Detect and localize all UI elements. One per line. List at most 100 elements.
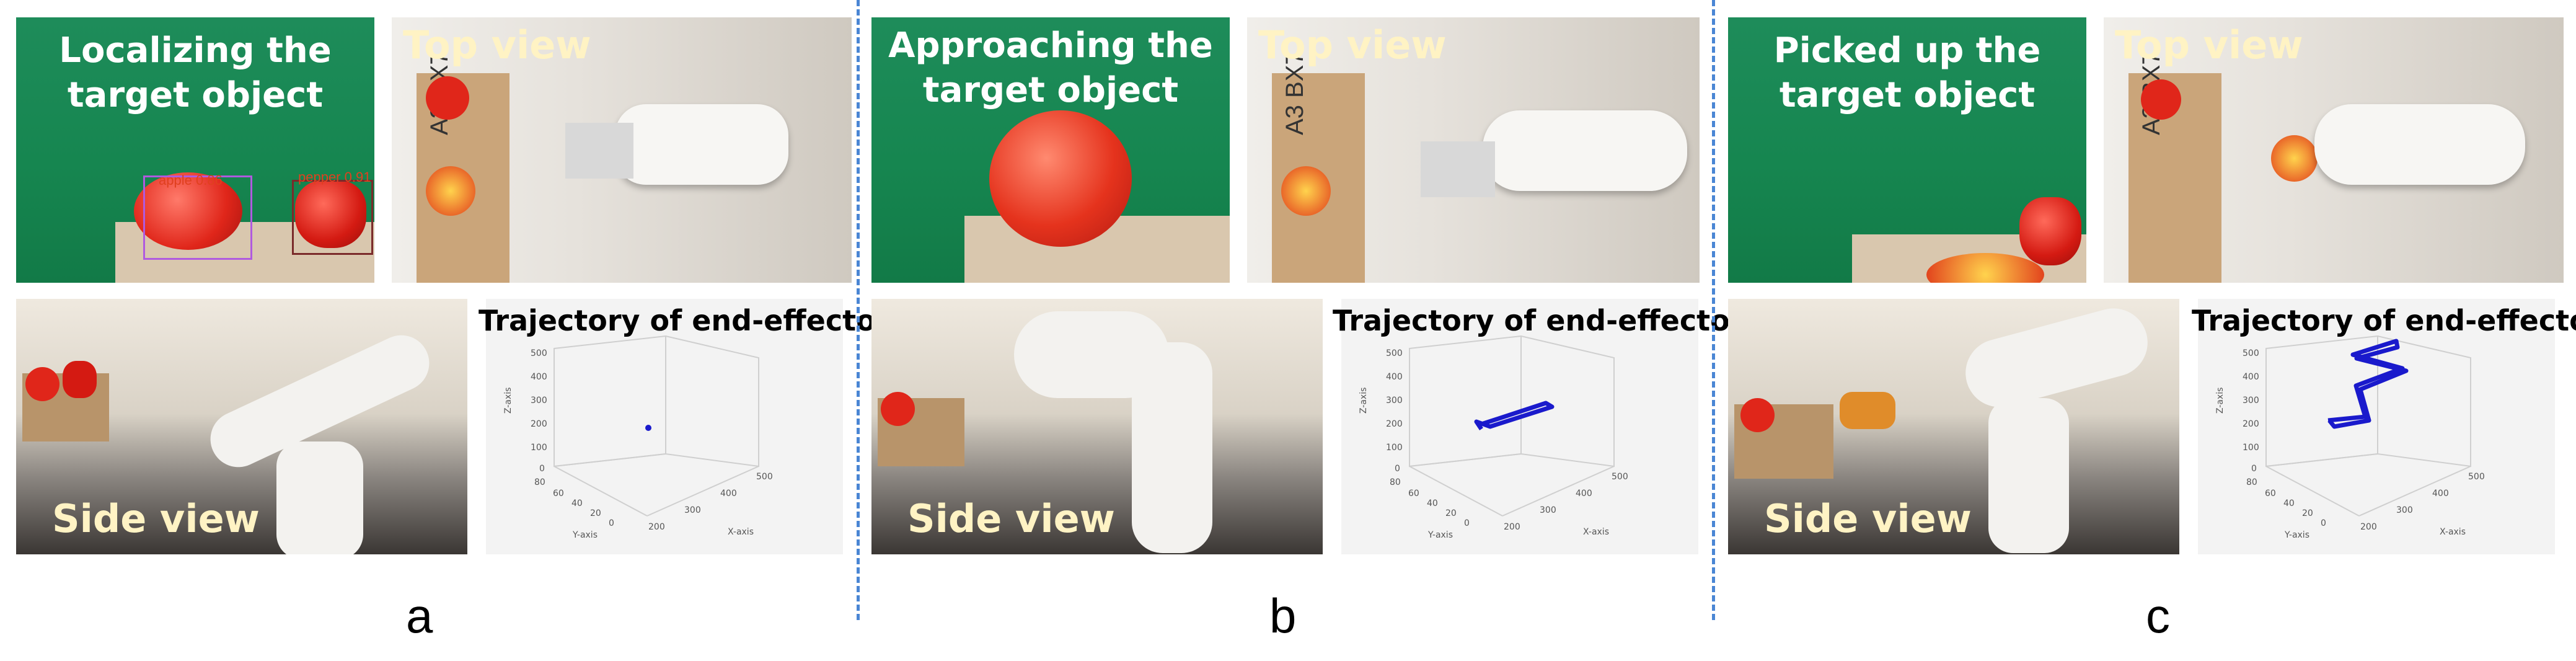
svg-text:80: 80 <box>2246 477 2257 487</box>
svg-text:20: 20 <box>1445 508 1457 518</box>
svg-text:200: 200 <box>2360 522 2377 532</box>
svg-text:60: 60 <box>1408 489 1419 499</box>
y-ticks-b: 80 60 40 20 0 <box>1390 477 1470 528</box>
svg-text:400: 400 <box>720 489 737 499</box>
svg-text:60: 60 <box>553 489 564 499</box>
svg-text:500: 500 <box>1612 472 1628 482</box>
trajectory-title-a: Trajectory of end-effector <box>479 304 890 337</box>
y-axis-label-a: Y-axis <box>572 530 598 540</box>
svg-text:0: 0 <box>1464 518 1470 528</box>
detection-label-apple: apple 0.86 <box>159 172 223 188</box>
trajectory-title-c: Trajectory of end-effector <box>2192 304 2576 337</box>
side-view-photo-c: Side view <box>1728 299 2179 554</box>
z-axis-label-a: Z-axis <box>503 388 513 414</box>
svg-text:400: 400 <box>2243 372 2259 382</box>
svg-text:200: 200 <box>648 522 665 532</box>
svg-text:300: 300 <box>2396 505 2413 515</box>
svg-text:300: 300 <box>531 396 547 406</box>
status-photo-c: Picked up the target object <box>1728 17 2086 283</box>
status-caption-a: Localizing the target object <box>59 30 332 115</box>
svg-text:400: 400 <box>2432 489 2449 499</box>
svg-text:200: 200 <box>2243 419 2259 429</box>
svg-text:200: 200 <box>531 419 547 429</box>
svg-text:300: 300 <box>1540 505 1556 515</box>
status-caption-c: Picked up the target object <box>1773 30 2041 115</box>
y-ticks-a: 80 60 40 20 0 <box>534 477 614 528</box>
trajectory-axes-c: 500 400 300 200 100 0 Z-axis 80 60 40 20… <box>2215 335 2485 540</box>
panel-letter-a: a <box>406 588 433 643</box>
status-photo-b: Approaching the target object <box>871 17 1230 283</box>
top-view-photo-c: A3 BX7 Top view <box>2104 17 2564 283</box>
panel-letter-b: b <box>1269 588 1297 643</box>
side-view-photo-a: Side view <box>16 299 467 554</box>
svg-text:500: 500 <box>2468 472 2485 482</box>
z-ticks-b: 500 400 300 200 100 0 <box>1386 348 1403 474</box>
trajectory-path-c <box>2327 339 2409 429</box>
trajectory-plot-b: Trajectory of end-effector 500 400 300 2… <box>1333 299 1744 554</box>
trajectory-title-b: Trajectory of end-effector <box>1333 304 1744 337</box>
svg-text:80: 80 <box>534 477 545 487</box>
x-axis-label-c: X-axis <box>2440 527 2466 537</box>
y-axis-label-c: Y-axis <box>2284 530 2309 540</box>
svg-text:500: 500 <box>1386 348 1403 358</box>
svg-text:200: 200 <box>1386 419 1403 429</box>
svg-text:500: 500 <box>531 348 547 358</box>
x-ticks-b: 200 300 400 500 <box>1504 472 1628 532</box>
svg-text:300: 300 <box>2243 396 2259 406</box>
top-view-label-c: Top view <box>2115 22 2303 68</box>
status-photo-a: Localizing the target object apple 0.86 … <box>16 17 374 283</box>
svg-text:0: 0 <box>609 518 614 528</box>
x-axis-label-b: X-axis <box>1583 527 1609 537</box>
svg-text:0: 0 <box>2321 518 2326 528</box>
trajectory-axes-b: 500 400 300 200 100 0 Z-axis 80 60 40 20… <box>1359 335 1628 540</box>
svg-text:500: 500 <box>2243 348 2259 358</box>
side-view-label-c: Side view <box>1764 496 1972 541</box>
svg-text:400: 400 <box>1576 489 1592 499</box>
svg-text:80: 80 <box>1390 477 1401 487</box>
x-ticks-a: 200 300 400 500 <box>648 472 773 532</box>
y-axis-label-b: Y-axis <box>1427 530 1453 540</box>
z-ticks-a: 500 400 300 200 100 0 <box>531 348 547 474</box>
svg-text:400: 400 <box>1386 372 1403 382</box>
trajectory-plot-c: Trajectory of end-effector 500 400 300 2… <box>2192 299 2576 554</box>
svg-text:200: 200 <box>1504 522 1520 532</box>
svg-text:100: 100 <box>2243 443 2259 453</box>
trajectory-path-b <box>1474 401 1555 430</box>
svg-text:500: 500 <box>756 472 773 482</box>
svg-text:40: 40 <box>571 499 583 508</box>
panel-letter-c: c <box>2146 588 2170 643</box>
svg-text:20: 20 <box>2302 508 2313 518</box>
status-caption-b: Approaching the target object <box>888 25 1213 110</box>
svg-text:60: 60 <box>2265 489 2276 499</box>
x-axis-label-a: X-axis <box>728 527 754 537</box>
svg-text:0: 0 <box>2251 464 2257 474</box>
svg-text:100: 100 <box>1386 443 1403 453</box>
x-ticks-c: 200 300 400 500 <box>2360 472 2485 532</box>
svg-text:400: 400 <box>531 372 547 382</box>
side-view-label-b: Side view <box>907 496 1115 541</box>
svg-text:40: 40 <box>1427 499 1438 508</box>
trajectory-axes-a: 500 400 300 200 100 0 Z-axis 80 60 40 20… <box>503 335 773 540</box>
top-view-label-b: Top view <box>1258 22 1447 68</box>
trajectory-point-a <box>645 425 651 431</box>
trajectory-plot-a: Trajectory of end-effector 500 400 300 2… <box>479 299 889 554</box>
z-ticks-c: 500 400 300 200 100 0 <box>2243 348 2259 474</box>
svg-text:20: 20 <box>590 508 601 518</box>
y-ticks-c: 80 60 40 20 0 <box>2246 477 2326 528</box>
side-view-photo-b: Side view <box>871 299 1323 554</box>
svg-text:40: 40 <box>2283 499 2295 508</box>
side-view-label-a: Side view <box>52 496 260 541</box>
svg-text:0: 0 <box>539 464 545 474</box>
detection-label-pepper: pepper 0.91 <box>298 169 371 185</box>
top-view-photo-a: A3 BX7 Top view <box>392 17 852 283</box>
svg-text:100: 100 <box>531 443 547 453</box>
z-axis-label-b: Z-axis <box>1359 388 1369 414</box>
top-view-label-a: Top view <box>403 22 591 68</box>
svg-text:300: 300 <box>684 505 701 515</box>
column-divider-2 <box>1712 0 1715 620</box>
svg-text:0: 0 <box>1395 464 1400 474</box>
top-view-photo-b: A3 BX7 Top view <box>1247 17 1700 283</box>
z-axis-label-c: Z-axis <box>2215 388 2225 414</box>
column-divider-1 <box>857 0 860 620</box>
svg-text:300: 300 <box>1386 396 1403 406</box>
